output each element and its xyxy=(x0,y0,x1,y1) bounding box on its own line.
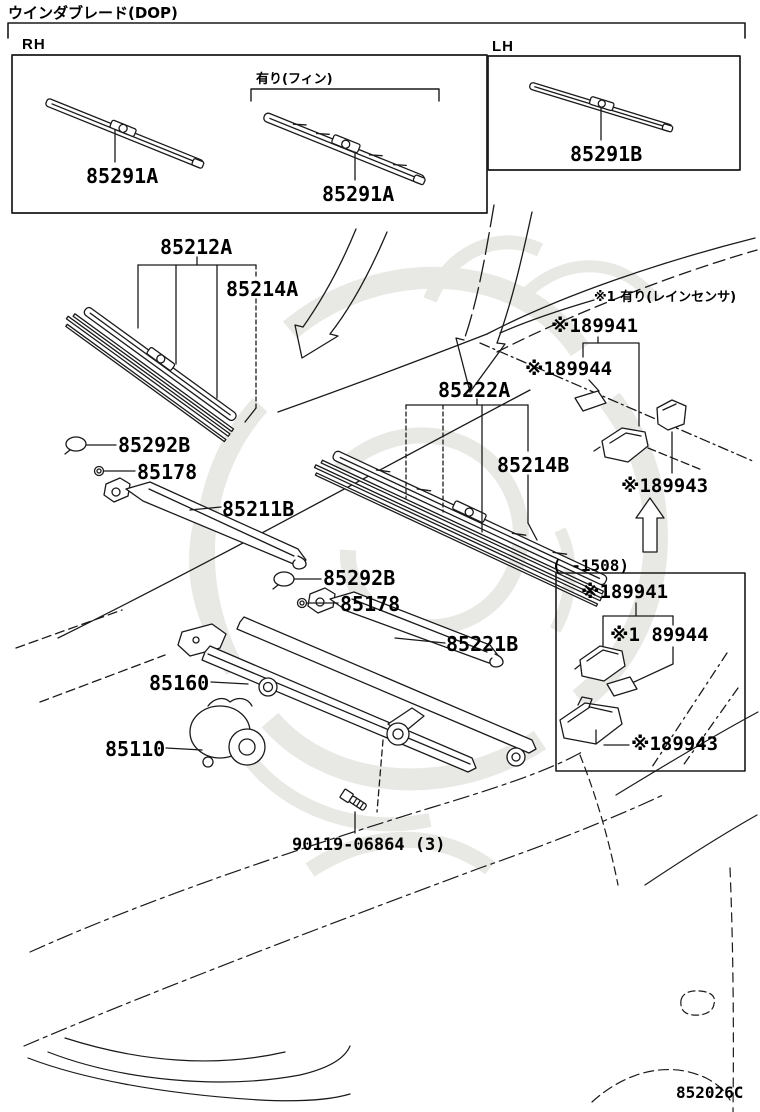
lh-blade xyxy=(529,82,674,133)
car-body-outline xyxy=(23,711,759,1112)
blade-assembly-1 xyxy=(65,306,237,443)
part-label-85291b: 85291B xyxy=(570,142,643,166)
roof-line-2 xyxy=(496,249,758,353)
down-arrow-center xyxy=(455,204,533,393)
range-note: ( -1508) xyxy=(552,556,630,575)
mounting-bolt xyxy=(339,788,367,811)
blade-assembly-2 xyxy=(313,450,608,607)
door-handle xyxy=(680,990,716,1016)
boxed-cover-unit xyxy=(559,702,623,745)
part-label-85110: 85110 xyxy=(105,737,166,761)
sensor-plate xyxy=(574,390,607,412)
rh-blade-1 xyxy=(45,98,205,169)
part-label-85178-2: 85178 xyxy=(340,592,401,616)
rh-section-label: RH xyxy=(22,36,46,53)
part-label-89943-2: ※189943 xyxy=(631,733,719,755)
glass-edge-line xyxy=(479,342,756,463)
fin-bracket xyxy=(250,88,440,102)
sensor-cover xyxy=(656,399,687,431)
lh-section-label: LH xyxy=(492,38,514,55)
wheel-arch xyxy=(591,1068,731,1103)
fin-note: 有り(フィン) xyxy=(256,72,333,87)
part-label-90119: 90119-06864 (3) xyxy=(292,835,446,855)
part-label-85222a: 85222A xyxy=(438,378,511,402)
down-arrow-left xyxy=(294,228,388,359)
blade1-bracket xyxy=(137,256,257,423)
arm-rh-nut xyxy=(93,465,105,477)
part-label-85212a: 85212A xyxy=(160,235,233,259)
part-label-89944-2: ※1 89944 xyxy=(610,624,709,646)
cowl-line xyxy=(57,389,531,639)
wiper-motor xyxy=(189,697,266,768)
part-label-85291a-2: 85291A xyxy=(322,182,395,206)
part-label-85178-1: 85178 xyxy=(137,460,198,484)
part-label-85160: 85160 xyxy=(149,671,210,695)
part-label-85214a: 85214A xyxy=(226,277,299,301)
rain-sensor-upper xyxy=(499,299,703,553)
part-label-85292b-1: 85292B xyxy=(118,433,191,457)
part-label-85211b: 85211B xyxy=(222,497,295,521)
part-label-89943-1: ※189943 xyxy=(621,475,709,497)
rh-blade-2 xyxy=(263,112,426,186)
rain-sensor-note: ※1 有り(レインセンサ) xyxy=(594,290,737,305)
part-label-89941-1: ※189941 xyxy=(551,315,639,337)
up-arrow xyxy=(635,497,665,553)
part-label-85291a-1: 85291A xyxy=(86,164,159,188)
rh-box xyxy=(11,54,488,214)
part-label-85292b-2: 85292B xyxy=(323,566,396,590)
lh-box xyxy=(487,55,741,171)
boxed-sensor-plate xyxy=(606,676,638,697)
sensor-box xyxy=(555,572,746,772)
diagram-code: 852026C xyxy=(676,1083,744,1102)
arm-lh-nut xyxy=(296,597,308,609)
part-label-85221b: 85221B xyxy=(446,632,519,656)
part-label-85214b: 85214B xyxy=(497,453,570,477)
wiper-arm-lh xyxy=(307,587,504,668)
a-pillar-line xyxy=(277,333,488,413)
blade2-bracket xyxy=(405,398,538,541)
part-label-89941-2: ※189941 xyxy=(581,581,669,603)
wiper-arm-rh xyxy=(103,477,307,570)
roof-line-1 xyxy=(486,237,756,335)
part-label-89944-1: ※189944 xyxy=(525,358,613,380)
page-title: ウインダブレード(DOP) xyxy=(8,4,178,22)
arm-lh-cap xyxy=(272,571,295,590)
boxed-sensor-unit xyxy=(579,645,626,682)
rain-sensor-boxed xyxy=(555,572,746,772)
title-bracket xyxy=(7,22,746,39)
wiper-linkage xyxy=(177,616,537,773)
sensor-unit xyxy=(601,427,649,463)
arm-rh-cap xyxy=(64,436,87,455)
